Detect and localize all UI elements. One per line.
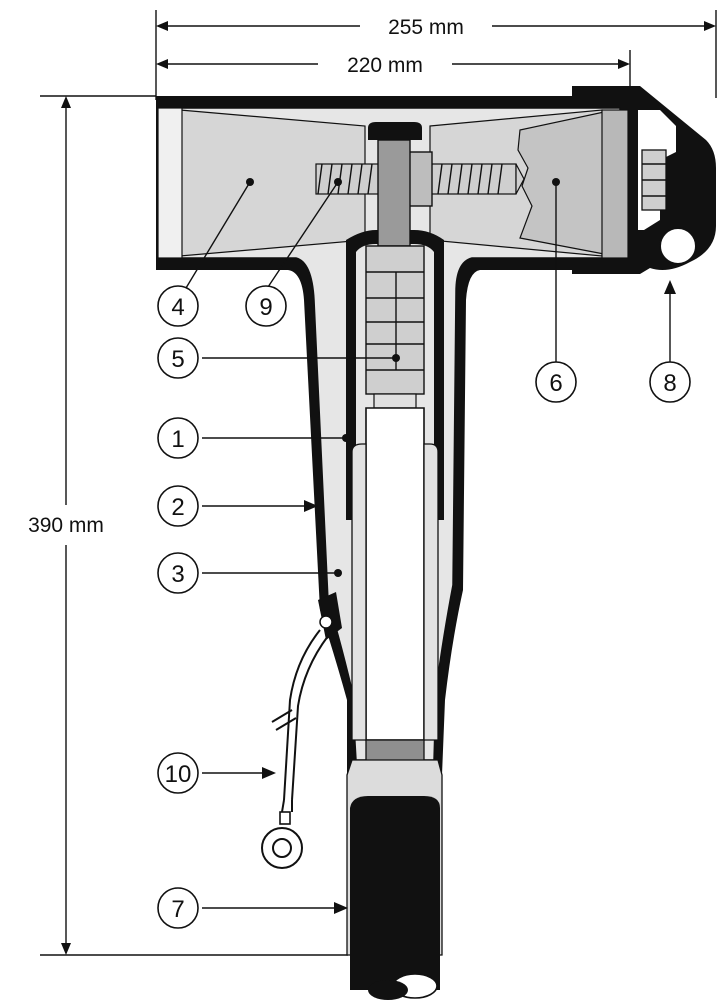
inner-width-label: 220 mm: [347, 54, 423, 77]
stress-control-tube-right: [423, 443, 439, 741]
callout-5: 5: [157, 337, 199, 379]
svg-text:4: 4: [171, 294, 184, 321]
svg-text:5: 5: [171, 346, 184, 373]
callout-4: 4: [157, 285, 199, 327]
leader-lines: [185, 178, 676, 914]
svg-text:3: 3: [171, 561, 184, 588]
dimension-inner-width: 220 mm: [156, 50, 631, 92]
callout-7: 7: [157, 887, 199, 929]
stress-control-tube: [351, 443, 367, 741]
insulating-plug: [517, 111, 605, 255]
end-cap-left: [157, 107, 183, 259]
callout-3: 3: [157, 552, 199, 594]
height-label: 390 mm: [28, 514, 104, 537]
contact-cap: [368, 122, 422, 140]
callout-1: 1: [157, 417, 199, 459]
cable-insulation: [365, 407, 425, 741]
svg-text:2: 2: [171, 494, 184, 521]
svg-text:8: 8: [663, 370, 676, 397]
cable-jacket: [350, 796, 440, 990]
callout-6: 6: [535, 361, 577, 403]
callout-8: 8: [649, 361, 691, 403]
earth-lead: [261, 592, 342, 869]
svg-text:1: 1: [171, 426, 184, 453]
callout-10: 10: [157, 752, 199, 794]
dimension-overall-width: 255 mm: [155, 10, 717, 100]
svg-text:9: 9: [259, 294, 272, 321]
cable-lug: [365, 245, 425, 409]
eye-bolt-shackle: [572, 86, 716, 274]
contact-pin: [377, 139, 411, 247]
plug-end-cap: [601, 109, 629, 259]
callout-2: 2: [157, 485, 199, 527]
svg-text:6: 6: [549, 370, 562, 397]
svg-text:7: 7: [171, 896, 184, 923]
overall-width-label: 255 mm: [388, 16, 464, 39]
dimension-height: 390 mm: [28, 95, 348, 956]
svg-text:10: 10: [165, 761, 192, 788]
callout-9: 9: [245, 285, 287, 327]
